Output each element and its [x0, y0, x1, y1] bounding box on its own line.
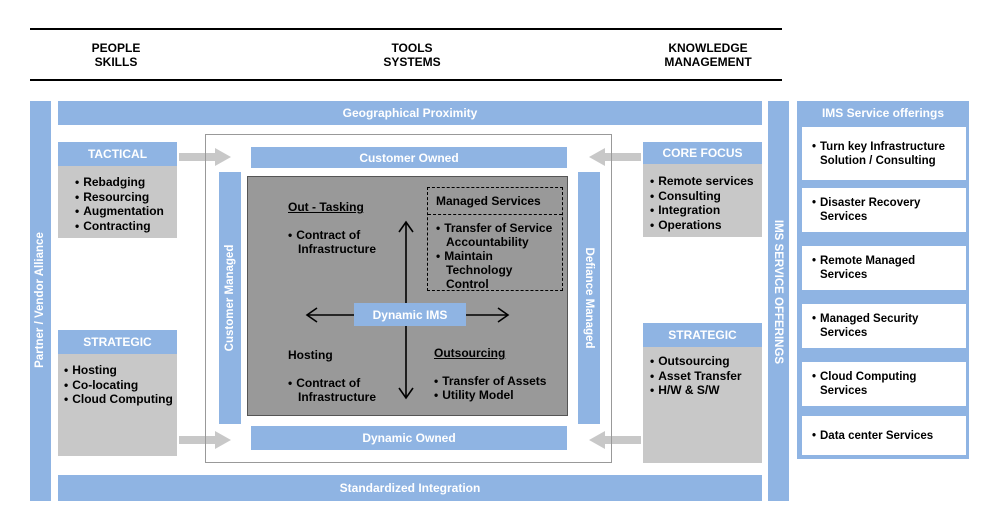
hosting-title: Hosting: [288, 348, 333, 362]
partner-vendor-alliance-label: Partner / Vendor Alliance: [34, 232, 46, 368]
managed-services-title: Managed Services: [436, 194, 541, 208]
offering-item: Turn key Infrastructure Solution / Consu…: [800, 125, 968, 182]
ims-service-offerings-bar: [768, 101, 789, 501]
partner-vendor-alliance-bar: [30, 101, 51, 501]
list-item: Consulting: [650, 189, 754, 204]
list-item: Cloud Computing: [64, 392, 173, 407]
list-item: Hosting: [64, 363, 173, 378]
geographical-proximity-bar: Geographical Proximity: [58, 101, 762, 125]
offering-item: Disaster Recovery Services: [800, 186, 968, 234]
center-frame: [205, 134, 612, 463]
list-item: Contract of Infrastructure: [288, 376, 388, 404]
list-item: Resourcing: [75, 190, 164, 205]
arrow-core-focus-icon: [589, 148, 641, 166]
customer-managed-bar: [219, 172, 241, 424]
list-item: Co-locating: [64, 378, 173, 393]
out-tasking-list: Contract of Infrastructure: [288, 228, 388, 256]
out-tasking-title: Out - Tasking: [288, 200, 364, 214]
offering-item: Remote Managed Services: [800, 244, 968, 292]
offering-item: Data center Services: [800, 414, 968, 457]
core-focus-header: CORE FOCUS: [643, 142, 762, 164]
arrow-strategic-right-icon: [589, 431, 641, 449]
dynamic-owned-bar: Dynamic Owned: [251, 426, 567, 450]
hosting-list: Contract of Infrastructure: [288, 376, 388, 404]
customer-managed-label: Customer Managed: [224, 244, 236, 352]
list-item: Asset Transfer: [650, 369, 741, 384]
hosting-quadrant: Hosting Contract of Infrastructure: [288, 348, 388, 404]
tactical-header: TACTICAL: [58, 142, 177, 166]
list-item: Transfer of Service Accountability: [436, 221, 556, 249]
out-tasking-quadrant: Out - Tasking Contract of Infrastructure: [288, 200, 388, 256]
strategic-right-header: STRATEGIC: [643, 323, 762, 347]
list-item: Operations: [650, 218, 754, 233]
core-focus-list: Remote services Consulting Integration O…: [650, 174, 754, 233]
offering-item: Cloud Computing Services: [800, 360, 968, 408]
outsourcing-quadrant: Outsourcing Transfer of Assets Utility M…: [434, 346, 564, 402]
managed-services-list: Transfer of Service Accountability Maint…: [436, 221, 556, 291]
list-item: Augmentation: [75, 204, 164, 219]
list-item: Contract of Infrastructure: [288, 228, 388, 256]
offerings-header: IMS Service offerings: [797, 101, 969, 125]
list-item: Utility Model: [434, 388, 564, 402]
list-item: H/W & S/W: [650, 383, 742, 398]
standardized-integration-bar: Standardized Integration: [58, 475, 762, 501]
header-top-rule: [30, 28, 782, 30]
outsourcing-title: Outsourcing: [434, 346, 506, 360]
defiance-managed-bar: [578, 172, 600, 424]
list-item: Maintain Technology Control: [436, 249, 556, 291]
list-item: Remote services: [650, 174, 753, 189]
outsourcing-list: Transfer of Assets Utility Model: [434, 374, 564, 402]
strategic-left-header: STRATEGIC: [58, 330, 177, 354]
strategic-right-list: Outsourcing Asset Transfer H/W & S/W: [650, 354, 742, 398]
header-bottom-rule: [30, 79, 782, 81]
list-item: Contracting: [75, 219, 164, 234]
list-item: Transfer of Assets: [434, 374, 564, 388]
offering-item: Managed Security Services: [800, 302, 968, 350]
tactical-list: Rebadging Resourcing Augmentation Contra…: [75, 175, 164, 233]
list-item: Outsourcing: [650, 354, 742, 369]
list-item: Rebadging: [75, 175, 164, 190]
defiance-managed-label: Defiance Managed: [583, 247, 595, 349]
dynamic-ims-label: Dynamic IMS: [354, 303, 466, 326]
list-item: Integration: [650, 203, 754, 218]
managed-services-quadrant: Managed Services Transfer of Service Acc…: [427, 187, 563, 291]
ims-service-offerings-vertical-label: IMS SERVICE OFFERINGS: [772, 219, 784, 365]
strategic-left-list: Hosting Co-locating Cloud Computing: [64, 363, 173, 407]
customer-owned-bar: Customer Owned: [251, 147, 567, 168]
managed-services-title-rule: [428, 214, 562, 215]
